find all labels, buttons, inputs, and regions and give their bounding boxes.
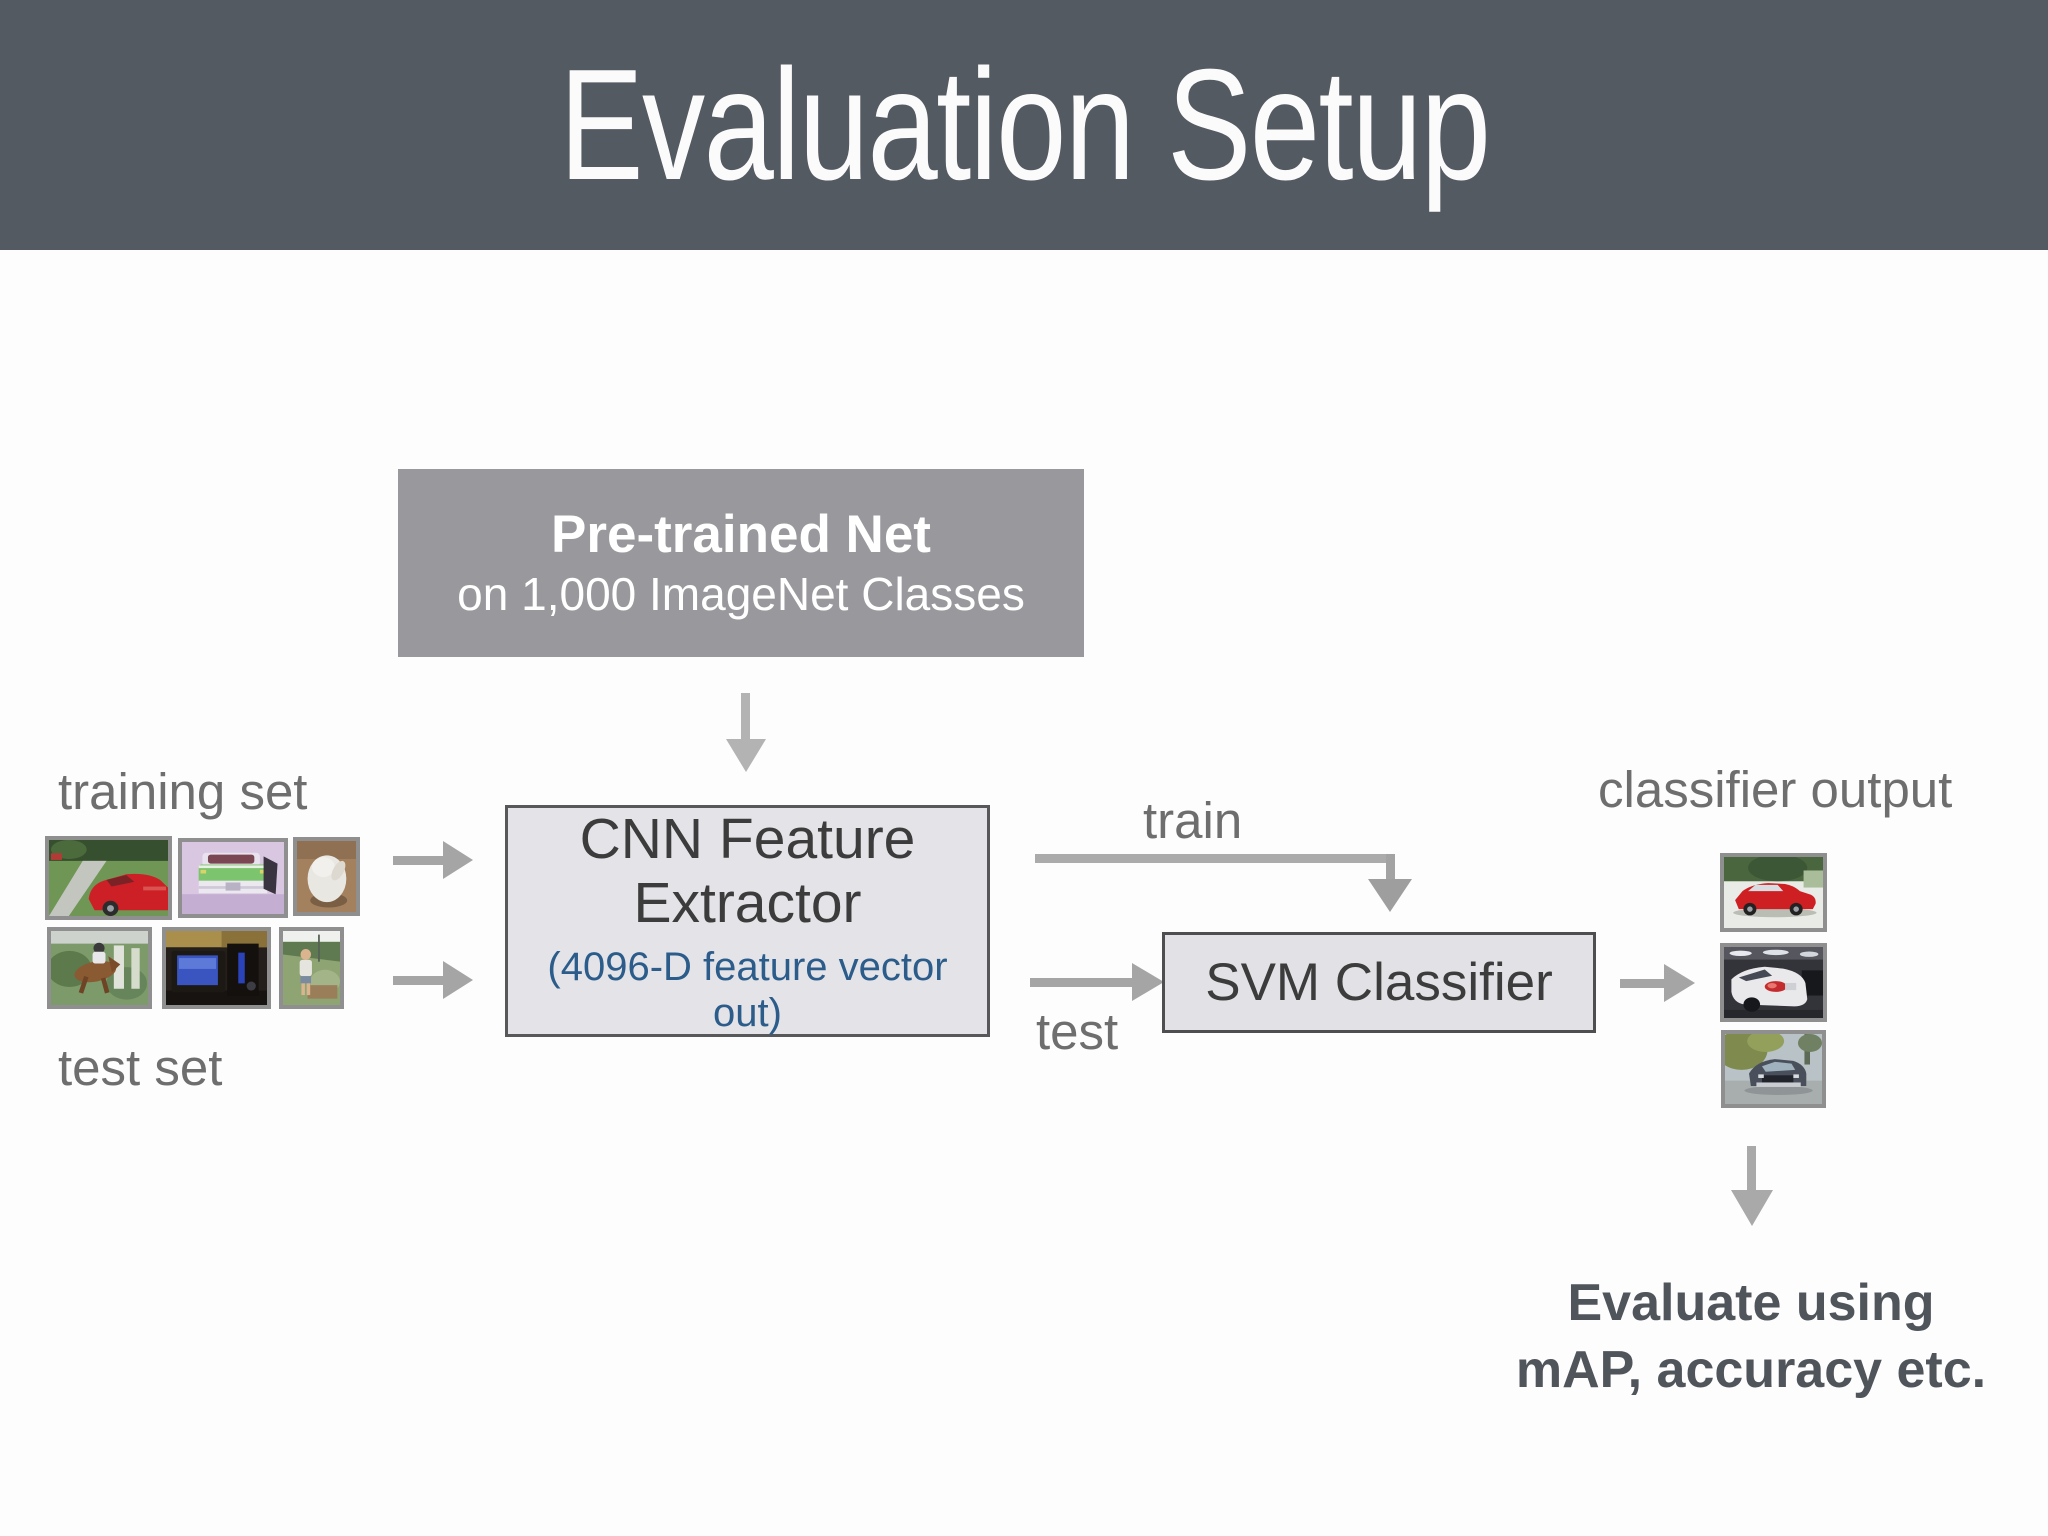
- arrow-stem: [393, 976, 445, 985]
- pretrained-net-line2: on 1,000 ImageNet Classes: [457, 568, 1025, 620]
- arrow-right-icon: [1620, 964, 1696, 1002]
- evaluate-note: Evaluate using mAP, accuracy etc.: [1451, 1270, 2048, 1404]
- svm-label: SVM Classifier: [1205, 953, 1553, 1012]
- slide-header: Evaluation Setup: [0, 0, 2048, 250]
- cnn-title-line1: CNN Feature: [579, 806, 916, 871]
- arrow-right-icon: [393, 961, 473, 999]
- thumbnail-computer-monitor: [162, 927, 271, 1009]
- arrow-head: [1664, 964, 1695, 1002]
- arrow-stem: [1747, 1146, 1756, 1191]
- arrow-right-icon: [393, 841, 473, 879]
- thumbnail-white-dog: [293, 837, 360, 916]
- arrow-head: [1731, 1190, 1773, 1226]
- arrow-head: [1368, 879, 1412, 912]
- arrow-down-icon: [1731, 1146, 1773, 1230]
- arrow-stem: [1620, 979, 1665, 988]
- thumbnail-child-outdoors: [279, 927, 344, 1009]
- training-set-label: training set: [58, 763, 308, 820]
- classifier-output-label: classifier output: [1598, 761, 1953, 818]
- train-label: train: [1143, 792, 1243, 849]
- thumbnail-red-convertible: [45, 836, 172, 920]
- page-title: Evaluation Setup: [558, 36, 1491, 213]
- arrow-right-icon: [1030, 963, 1164, 1001]
- arrow-head: [443, 841, 473, 879]
- arrow-stem: [1386, 854, 1395, 881]
- pretrained-net-box: Pre-trained Net on 1,000 ImageNet Classe…: [398, 469, 1084, 657]
- test-label: test: [1036, 1003, 1119, 1060]
- evaluate-note-line2: mAP, accuracy etc.: [1515, 1341, 1987, 1399]
- thumbnail-output-gray-car: [1721, 1030, 1826, 1108]
- thumbnail-green-classic-car: [178, 838, 288, 918]
- arrow-stem: [393, 856, 445, 865]
- cnn-feature-extractor-box: CNN Feature Extractor (4096-D feature ve…: [505, 805, 990, 1037]
- cnn-title-line2: Extractor: [633, 870, 862, 935]
- pretrained-net-line1: Pre-trained Net: [551, 505, 931, 564]
- arrow-stem: [1030, 978, 1133, 987]
- arrow-head: [726, 739, 766, 772]
- arrow-down-icon: [726, 693, 766, 773]
- arrow-head: [443, 961, 473, 999]
- evaluate-note-line1: Evaluate using: [1567, 1274, 1935, 1332]
- test-set-label: test set: [58, 1039, 223, 1096]
- train-arrow-icon: [1035, 854, 1435, 914]
- cnn-subtitle: (4096-D feature vector out): [547, 944, 948, 1035]
- thumbnail-horse-jump: [47, 927, 152, 1009]
- thumbnail-output-red-sedan: [1720, 853, 1827, 932]
- arrow-head: [1132, 963, 1164, 1001]
- arrow-stem: [1035, 854, 1395, 863]
- svm-classifier-box: SVM Classifier: [1162, 932, 1596, 1033]
- thumbnail-output-white-car: [1720, 943, 1827, 1022]
- arrow-stem: [741, 693, 750, 740]
